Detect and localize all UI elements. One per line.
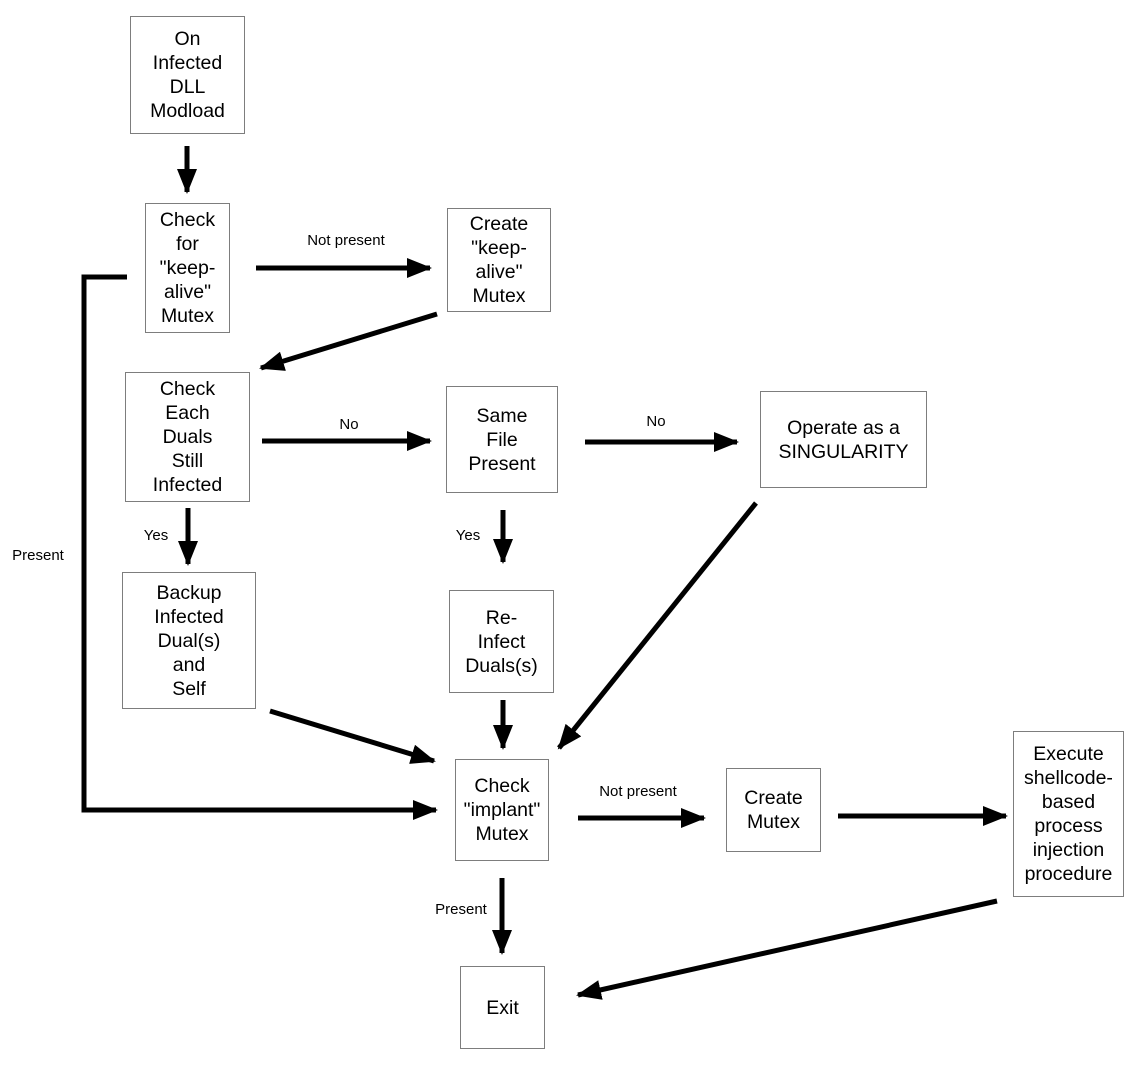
node-check-each-duals-still-infected: Check Each Duals Still Infected xyxy=(125,372,250,502)
node-create-keepalive-mutex: Create "keep- alive" Mutex xyxy=(447,208,551,312)
edge-label-present-exit: Present xyxy=(435,901,487,918)
edge-label-not-present-keepalive: Not present xyxy=(307,232,385,249)
edge-label-no-same-file: No xyxy=(646,413,666,430)
node-operate-as-singularity: Operate as a SINGULARITY xyxy=(760,391,927,488)
node-backup-infected-duals-and-self: Backup Infected Dual(s) and Self xyxy=(122,572,256,709)
node-on-infected-dll-modload: On Infected DLL Modload xyxy=(130,16,245,134)
node-execute-shellcode-injection: Execute shellcode- based process injecti… xyxy=(1013,731,1124,897)
node-create-mutex: Create Mutex xyxy=(726,768,821,852)
edge-present-loop-to-check-implant xyxy=(81,274,439,820)
edge-label-no-duals: No xyxy=(339,416,359,433)
node-exit: Exit xyxy=(460,966,545,1049)
node-re-infect-duals: Re- Infect Duals(s) xyxy=(449,590,554,693)
edge-backup-to-check-implant xyxy=(269,708,436,764)
node-same-file-present: Same File Present xyxy=(446,386,558,493)
node-check-implant-mutex: Check "implant" Mutex xyxy=(455,759,549,861)
edge-create-keepalive-to-check-duals xyxy=(259,311,438,371)
edge-label-present-loop: Present xyxy=(12,547,64,564)
node-check-keepalive-mutex: Check for "keep- alive" Mutex xyxy=(145,203,230,333)
edge-label-not-present-implant: Not present xyxy=(599,783,677,800)
edge-label-yes-duals: Yes xyxy=(143,527,169,544)
edge-execute-to-exit xyxy=(576,898,998,1000)
edge-label-yes-same-file: Yes xyxy=(455,527,481,544)
edge-singularity-to-check-implant xyxy=(557,501,758,750)
